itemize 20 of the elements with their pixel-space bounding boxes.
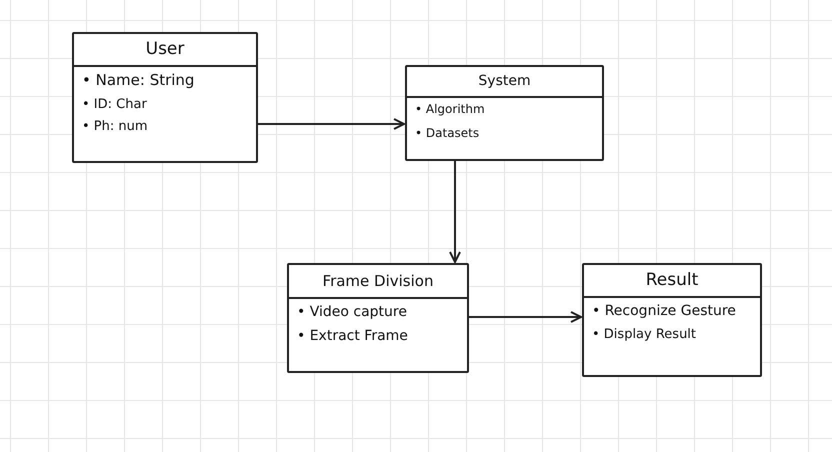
attribute-text: • Extract Frame (297, 327, 409, 346)
class-name: System (407, 67, 602, 98)
attribute-text: • Video capture (297, 303, 408, 322)
class-box (72, 32, 258, 163)
arrow (258, 118, 405, 130)
class-box (582, 263, 762, 377)
attribute-text: • Recognize Gesture (592, 302, 737, 320)
attribute-text: • Display Result (592, 327, 698, 344)
class-name: User (74, 34, 256, 67)
attribute-text: • ID: Char (82, 96, 148, 114)
attribute-text: • Name: String (82, 71, 196, 90)
class-box (405, 65, 604, 161)
class-name: Result (584, 265, 760, 298)
arrow (469, 311, 582, 323)
arrow (449, 161, 461, 263)
class-box (287, 263, 469, 373)
class-name: Frame Division (289, 265, 467, 299)
attribute-text: • Algorithm (415, 102, 486, 118)
attribute-text: • Datasets (415, 126, 480, 142)
attribute-text: • Ph: num (82, 119, 149, 136)
